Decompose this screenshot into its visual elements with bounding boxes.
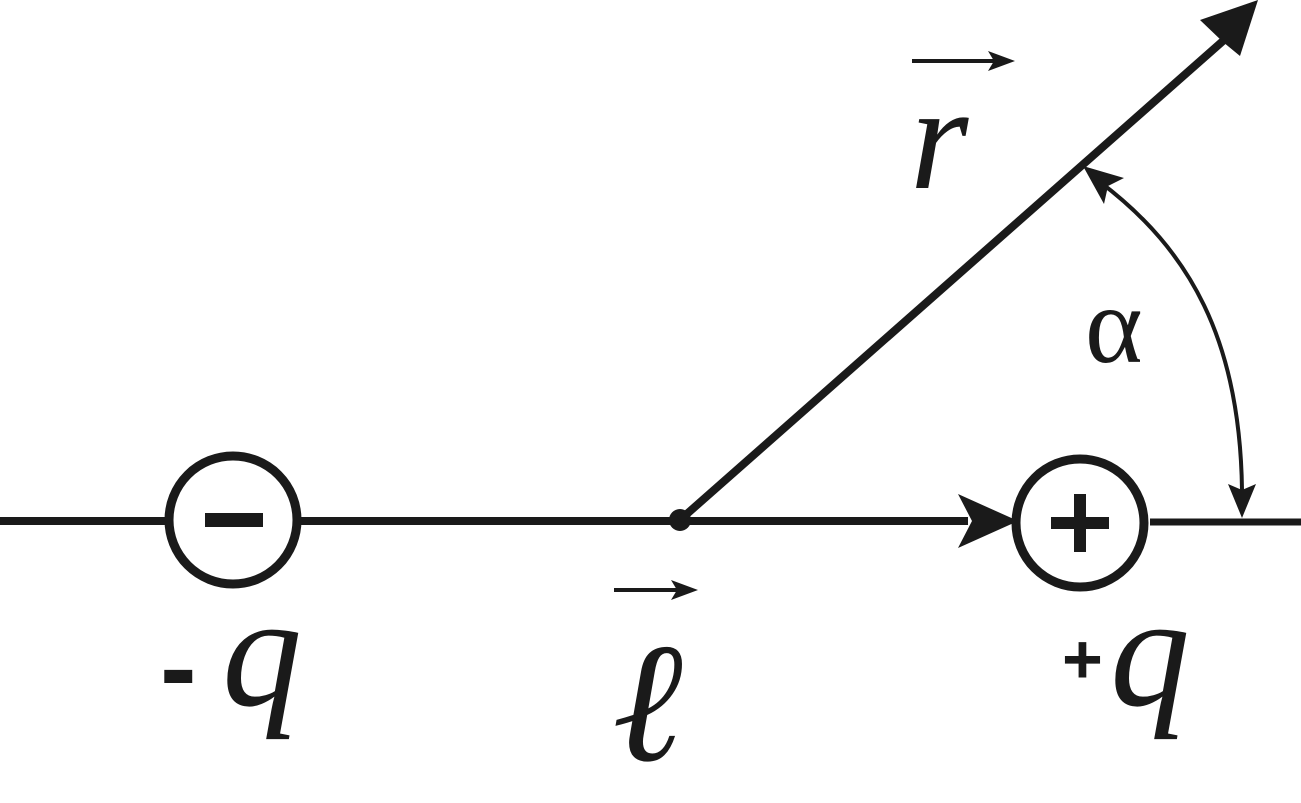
positive-charge-label: q bbox=[1110, 562, 1190, 740]
alpha-arc-arrowhead-top bbox=[1083, 166, 1124, 204]
l-vector-hat-arrow bbox=[671, 580, 698, 600]
plus-sign-vertical bbox=[1074, 494, 1086, 552]
r-vector-line bbox=[677, 30, 1235, 523]
minus-sign-icon bbox=[205, 513, 263, 527]
r-vector-arrowhead bbox=[1200, 0, 1258, 56]
alpha-label: α bbox=[1085, 264, 1143, 386]
l-vector-arrowhead bbox=[958, 494, 1018, 548]
alpha-arc-arrowhead-bottom bbox=[1228, 484, 1256, 518]
l-label: ℓ bbox=[612, 609, 683, 797]
negative-charge-label: q bbox=[222, 562, 302, 740]
alpha-angle-arc bbox=[1098, 180, 1244, 491]
positive-charge-prefix: + bbox=[1062, 620, 1103, 698]
r-label: r bbox=[910, 55, 969, 221]
r-vector-hat-arrow bbox=[988, 51, 1015, 71]
negative-charge-prefix: - bbox=[160, 606, 197, 729]
